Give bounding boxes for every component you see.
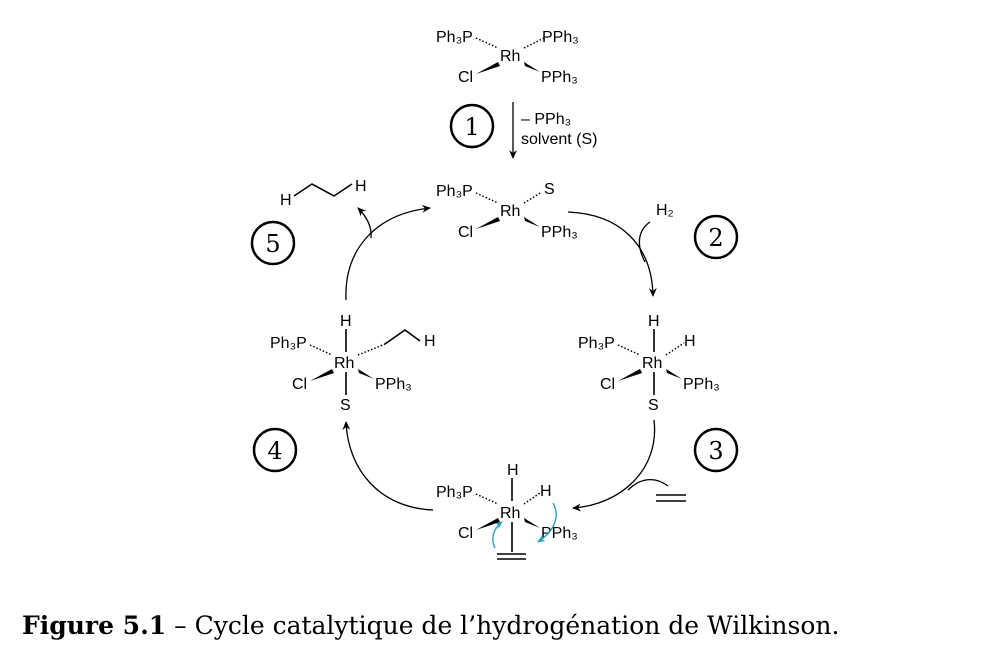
step-5: 5 (250, 204, 431, 301)
step-2: 2 H₂ (567, 202, 739, 297)
wedge-bond (666, 369, 682, 379)
wedge-bond (618, 369, 642, 381)
ligand-bottom-right: PPh₃ (683, 376, 720, 393)
electron-push-arrow (537, 502, 557, 543)
ligand-bottom-left: Cl (458, 69, 473, 86)
hashed-bond (665, 342, 685, 356)
ligand-top: H (340, 313, 352, 330)
figure-caption: Figure 5.1 – Cycle catalytique de l’hydr… (22, 611, 839, 640)
reagent-remove-pph3: – PPh₃ (521, 111, 571, 128)
rhodium-label: Rh (334, 355, 354, 372)
ligand-bottom-left: Cl (458, 525, 473, 542)
ethylene-entry-curve (627, 479, 669, 491)
step-number: 1 (464, 113, 479, 141)
ligand-bottom-left: Cl (458, 224, 473, 241)
figure-caption-text: – Cycle catalytique de l’hydrogénation d… (166, 611, 839, 640)
ligand-bottom-right: PPh₃ (541, 224, 578, 241)
figure-label: Figure 5.1 (22, 611, 166, 640)
rhodium-label: Rh (500, 48, 520, 65)
hashed-bond (475, 192, 499, 204)
ligand-top: H (507, 462, 519, 479)
step-number: 5 (265, 230, 280, 258)
hashed-bond (475, 37, 499, 49)
step-number-circle (693, 214, 739, 260)
step-number-circle (252, 427, 298, 473)
cycle-arrow (342, 421, 434, 511)
step-3: 3 (572, 419, 739, 512)
ligand-top: H (648, 313, 660, 330)
ethane-product: H H (280, 178, 367, 209)
rhodium-label: Rh (642, 355, 662, 372)
wedge-bond (524, 518, 540, 528)
ligand-bottom-right: PPh₃ (375, 376, 412, 393)
product-hydrogen-left: H (280, 192, 292, 209)
hashed-bond (523, 191, 543, 204)
ligand-top-right: H (540, 483, 552, 500)
ligand-top-left: Ph₃P (436, 484, 473, 501)
rhodium-label: Rh (500, 203, 520, 220)
ligand-bottom-left: Cl (600, 376, 615, 393)
step-4: 4 (252, 421, 434, 511)
ligand-top-left: Ph₃P (270, 335, 307, 352)
ethane-chain (293, 183, 353, 197)
wedge-bond (524, 62, 540, 72)
step-number: 3 (708, 437, 723, 465)
wedge-bond (358, 369, 374, 379)
wedge-bond (476, 518, 500, 530)
step-number: 4 (267, 437, 282, 465)
step-1: 1 – PPh₃ solvent (S) (449, 102, 597, 159)
cycle-arrow (567, 211, 657, 297)
hashed-bond (475, 493, 499, 505)
wilkinson-catalyst-complex: Rh Ph₃P PPh₃ Cl PPh₃ (436, 29, 579, 86)
ligand-bottom: S (648, 397, 659, 414)
ligand-bottom-right: PPh₃ (541, 69, 578, 86)
rhodium-label: Rh (500, 505, 520, 522)
electron-push-arrow (492, 521, 503, 549)
wedge-bond (476, 62, 500, 74)
ethyl-chain (384, 329, 421, 345)
step-number: 2 (708, 224, 723, 252)
product-hydrogen-right: H (355, 178, 367, 195)
wedge-bond (524, 217, 540, 227)
hashed-bond (617, 344, 641, 356)
ligand-top-right: H (684, 333, 696, 350)
ligand-bottom-left: Cl (292, 376, 307, 393)
cycle-arrow (345, 204, 431, 301)
hashed-bond (523, 492, 541, 505)
ethylene-complex: Rh H Ph₃P H Cl PPh₃ (436, 462, 578, 560)
ligand-top-right: S (544, 181, 555, 198)
ligand-top-right: PPh₃ (542, 29, 579, 46)
step-number-circle (449, 103, 495, 149)
ligand-top-left: Ph₃P (436, 183, 473, 200)
step-number-circle (693, 427, 739, 473)
h2-entry-curve (638, 221, 651, 263)
product-release-arrow (357, 207, 372, 239)
hashed-bond (357, 343, 386, 356)
alkyl-hydride-complex: Rh H Ph₃P H Cl PPh₃ S (270, 313, 436, 414)
chain-end-hydrogen: H (424, 333, 436, 350)
ligand-top-left: Ph₃P (436, 29, 473, 46)
dihydride-complex: Rh H Ph₃P H Cl PPh₃ S (578, 313, 720, 414)
step-number-circle (250, 220, 296, 266)
cycle-arrow (572, 419, 656, 512)
wedge-bond (310, 369, 334, 381)
reagent-solvent: solvent (S) (521, 131, 597, 148)
solvated-complex: Rh Ph₃P S Cl PPh₃ (436, 181, 578, 241)
ligand-bottom: S (340, 397, 351, 414)
hashed-bond (309, 344, 333, 356)
wedge-bond (476, 217, 500, 229)
hashed-bond (523, 37, 545, 49)
ligand-bottom-right: PPh₃ (541, 525, 578, 542)
ligand-top-left: Ph₃P (578, 335, 615, 352)
reagent-h2: H₂ (656, 202, 674, 219)
